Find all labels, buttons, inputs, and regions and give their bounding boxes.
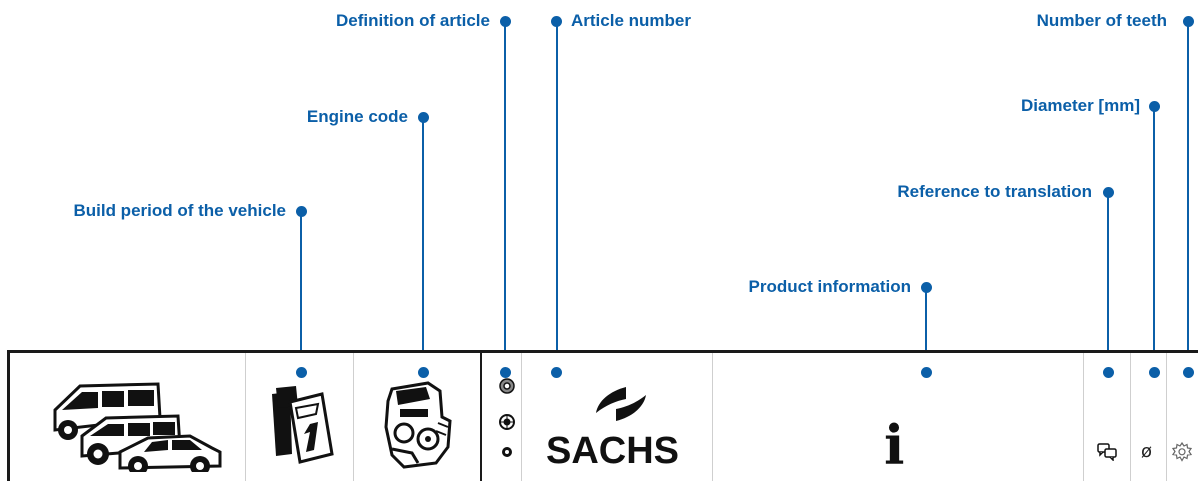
- leader-engine-code: [422, 117, 424, 372]
- column-divider: [1083, 353, 1084, 481]
- dot-product-information-bar: [921, 367, 932, 378]
- leader-reference-to-translation: [1107, 192, 1109, 372]
- dot-reference-to-translation-top: [1103, 187, 1114, 198]
- calendar-icon: [272, 386, 334, 464]
- callout-reference-to-translation: Reference to translation: [897, 182, 1092, 201]
- dot-build-period-top: [296, 206, 307, 217]
- dot-definition-of-article-top: [500, 16, 511, 27]
- dot-engine-code-bar: [418, 367, 429, 378]
- column-divider: [521, 353, 522, 481]
- dot-number-of-teeth-top: [1183, 16, 1194, 27]
- dot-article-number-top: [551, 16, 562, 27]
- dot-reference-to-translation-bar: [1103, 367, 1114, 378]
- column-divider: [1166, 353, 1167, 481]
- column-divider: [353, 353, 354, 481]
- column-divider: [480, 353, 482, 481]
- info-icon: i: [884, 413, 905, 477]
- vehicles-icon: [53, 382, 222, 472]
- callout-product-information: Product information: [748, 277, 911, 296]
- dot-number-of-teeth-bar: [1183, 367, 1194, 378]
- sachs-brand-text: SACHS: [546, 430, 680, 472]
- callout-definition-of-article: Definition of article: [336, 11, 490, 30]
- column-divider: [712, 353, 713, 481]
- dot-product-information-top: [921, 282, 932, 293]
- leader-build-period: [300, 211, 302, 372]
- engine-icon: [384, 381, 452, 469]
- callout-number-of-teeth: Number of teeth: [1036, 11, 1167, 30]
- column-divider: [1130, 353, 1131, 481]
- release-bearing-icon: [502, 447, 512, 457]
- gear-outline-icon: [1172, 442, 1192, 462]
- callout-diameter: Diameter [mm]: [1020, 96, 1140, 115]
- callout-engine-code: Engine code: [306, 107, 408, 126]
- leader-definition-of-article: [504, 21, 506, 372]
- dot-diameter-top: [1149, 101, 1160, 112]
- dot-article-number-bar: [551, 367, 562, 378]
- dot-diameter-bar: [1149, 367, 1160, 378]
- speech-bubbles-icon: [1097, 443, 1117, 461]
- dot-definition-of-article-bar: [500, 367, 511, 378]
- leader-product-information: [925, 287, 927, 372]
- dot-build-period-bar: [296, 367, 307, 378]
- leader-number-of-teeth: [1187, 21, 1189, 372]
- clutch-disc-icon: [499, 378, 515, 394]
- callout-build-period: Build period of the vehicle: [73, 201, 286, 220]
- pressure-plate-icon: [499, 414, 515, 430]
- callout-article-number: Article number: [571, 11, 691, 30]
- column-divider: [245, 353, 246, 481]
- dot-engine-code-top: [418, 112, 429, 123]
- leader-diameter: [1153, 106, 1155, 372]
- sachs-logo-icon: [596, 387, 646, 421]
- leader-article-number: [556, 21, 558, 372]
- diameter-icon: ø: [1141, 441, 1153, 462]
